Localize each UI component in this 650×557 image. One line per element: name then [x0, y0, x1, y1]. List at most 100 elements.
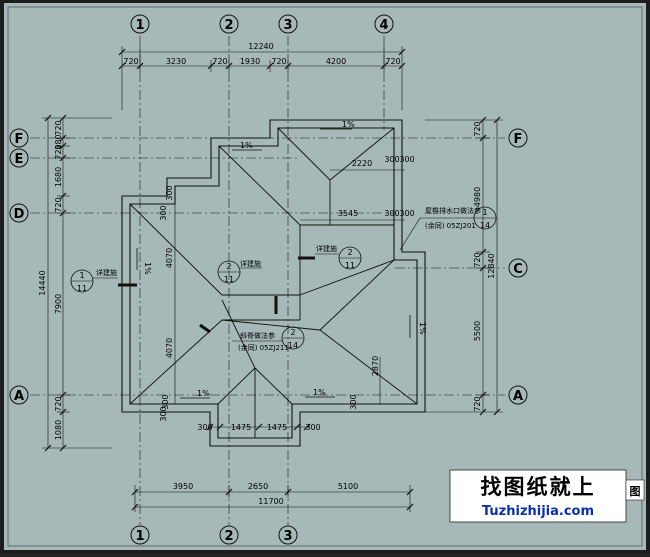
svg-text:1: 1	[79, 271, 84, 280]
dim-bottom-total: 11700	[258, 497, 283, 506]
dim-inner-0: 2220	[352, 159, 372, 168]
corner-label: 图	[630, 485, 641, 498]
slope-marker-upper: 1%	[232, 141, 262, 151]
dim-bottom-1: 1475	[231, 423, 251, 432]
ridge-lines	[129, 127, 418, 438]
dim-top-1: 3230	[166, 57, 186, 66]
svg-text:A: A	[14, 389, 24, 404]
svg-text:11: 11	[224, 275, 234, 284]
dim-left-inner-2: 4070	[165, 248, 174, 268]
svg-text:11: 11	[77, 284, 87, 293]
right-dimensions	[425, 119, 503, 413]
svg-text:14: 14	[288, 341, 298, 350]
dim-bottom2-0: 3950	[173, 482, 193, 491]
watermark-chinese: 找图纸就上	[481, 475, 596, 499]
dim-top-4: 720	[271, 57, 286, 66]
dim-inner-7: 2870	[371, 356, 380, 376]
dim-inner-3: 3545	[338, 209, 358, 218]
dim-left-2: 720	[54, 144, 63, 159]
cornice-note-line2: (余同) 05ZJ201	[425, 221, 476, 230]
dim-bottom2-1: 2650	[248, 482, 268, 491]
drawing-sheet	[4, 3, 646, 550]
svg-text:1: 1	[135, 18, 144, 33]
inner-dimensions	[174, 169, 405, 404]
dim-left-0: 720	[54, 120, 63, 135]
dim-bottom2-2: 5100	[338, 482, 358, 491]
svg-text:1%: 1%	[240, 141, 253, 150]
svg-text:14: 14	[480, 221, 490, 230]
dim-left-inner-4: 300	[159, 406, 168, 421]
dim-inner-6: 300	[165, 185, 174, 200]
svg-text:1%: 1%	[197, 389, 210, 398]
dim-inner-8: 300	[161, 394, 170, 409]
dim-left-inner-3: 4070	[165, 338, 174, 358]
dim-top-0: 720	[123, 57, 138, 66]
grid-bubble-right-A: A	[508, 385, 528, 405]
svg-text:F: F	[15, 132, 24, 147]
slope-markers: 1% 1% 1% 1% 1% 1%	[136, 120, 427, 399]
dim-bottom-2: 1475	[267, 423, 287, 432]
svg-text:1%: 1%	[342, 120, 355, 129]
slope-ref-line2: (余同) 05ZJ211	[238, 343, 289, 352]
callout-cornice: 1 14 屋檐排水口做法参 (余同) 05ZJ201	[399, 206, 497, 251]
dim-left-total: 14440	[38, 270, 47, 295]
grid-bubble-top-1: 1	[130, 14, 150, 34]
dim-left-1: 180	[54, 134, 63, 149]
dim-right-1: 4980	[473, 187, 482, 207]
grid-bubble-right-C: C	[508, 258, 528, 278]
dim-right-total: 12840	[487, 253, 496, 278]
slope-marker-right: 1%	[409, 315, 427, 338]
slope-marker-bottom-left: 1%	[180, 389, 210, 399]
dim-inner-5: 300	[399, 209, 414, 218]
top-dimensions	[121, 46, 403, 110]
svg-text:C: C	[513, 262, 523, 277]
svg-text:4: 4	[379, 18, 388, 33]
dim-right-2: 720	[473, 252, 482, 267]
right-ticks	[479, 116, 501, 416]
corner-label-box	[625, 479, 645, 501]
callout-slope-ref: 2 14 斜脊做法参 (余同) 05ZJ211	[232, 326, 305, 352]
svg-text:E: E	[15, 152, 24, 167]
dim-left-3: 1680	[54, 167, 63, 187]
dim-right-4: 720	[473, 396, 482, 411]
grid-bubble-left-A: A	[9, 385, 29, 405]
svg-text:3: 3	[283, 18, 292, 33]
callout-left: 1 11 详建施	[70, 268, 118, 293]
dim-top-total: 12240	[248, 42, 273, 51]
dim-bottom-3: 300	[305, 423, 320, 432]
svg-text:1%: 1%	[313, 388, 326, 397]
dim-top-2: 720	[212, 57, 227, 66]
top-ticks	[118, 48, 406, 70]
callout-right: 2 11 详建施	[315, 244, 362, 270]
dim-left-7: 1080	[54, 420, 63, 440]
watermark: 找图纸就上 Tuzhizhijia.com 图	[449, 469, 645, 523]
svg-text:1: 1	[135, 529, 144, 544]
grid-bubble-left-E: E	[9, 148, 29, 168]
grid-bubble-top-3: 3	[278, 14, 298, 34]
drain-markers	[118, 256, 315, 334]
grid-bubble-left-D: D	[9, 203, 29, 223]
dim-left-4: 720	[54, 197, 63, 212]
svg-text:D: D	[14, 207, 25, 222]
detail-note-left: 详建施	[96, 268, 117, 277]
dim-top-6: 720	[385, 57, 400, 66]
svg-text:1%: 1%	[418, 322, 427, 335]
svg-text:F: F	[514, 132, 523, 147]
slope-marker-bottom-right: 1%	[305, 388, 335, 398]
svg-text:3: 3	[283, 529, 292, 544]
svg-text:2: 2	[226, 262, 231, 271]
dim-top-3: 1930	[240, 57, 260, 66]
dim-inner-2: 300	[399, 155, 414, 164]
watermark-url: Tuzhizhijia.com	[482, 504, 594, 519]
svg-text:2: 2	[290, 328, 295, 337]
grid-bubble-left-F: F	[9, 128, 29, 148]
left-ticks	[44, 114, 67, 452]
sheet-border	[7, 6, 643, 547]
grid-bubble-right-F: F	[508, 128, 528, 148]
grid-bubble-top-2: 2	[219, 14, 239, 34]
detail-note-center: 详建施	[240, 259, 261, 268]
svg-text:1: 1	[482, 208, 487, 217]
slope-marker-top: 1%	[320, 120, 355, 130]
dim-inner-9: 300	[349, 394, 358, 409]
